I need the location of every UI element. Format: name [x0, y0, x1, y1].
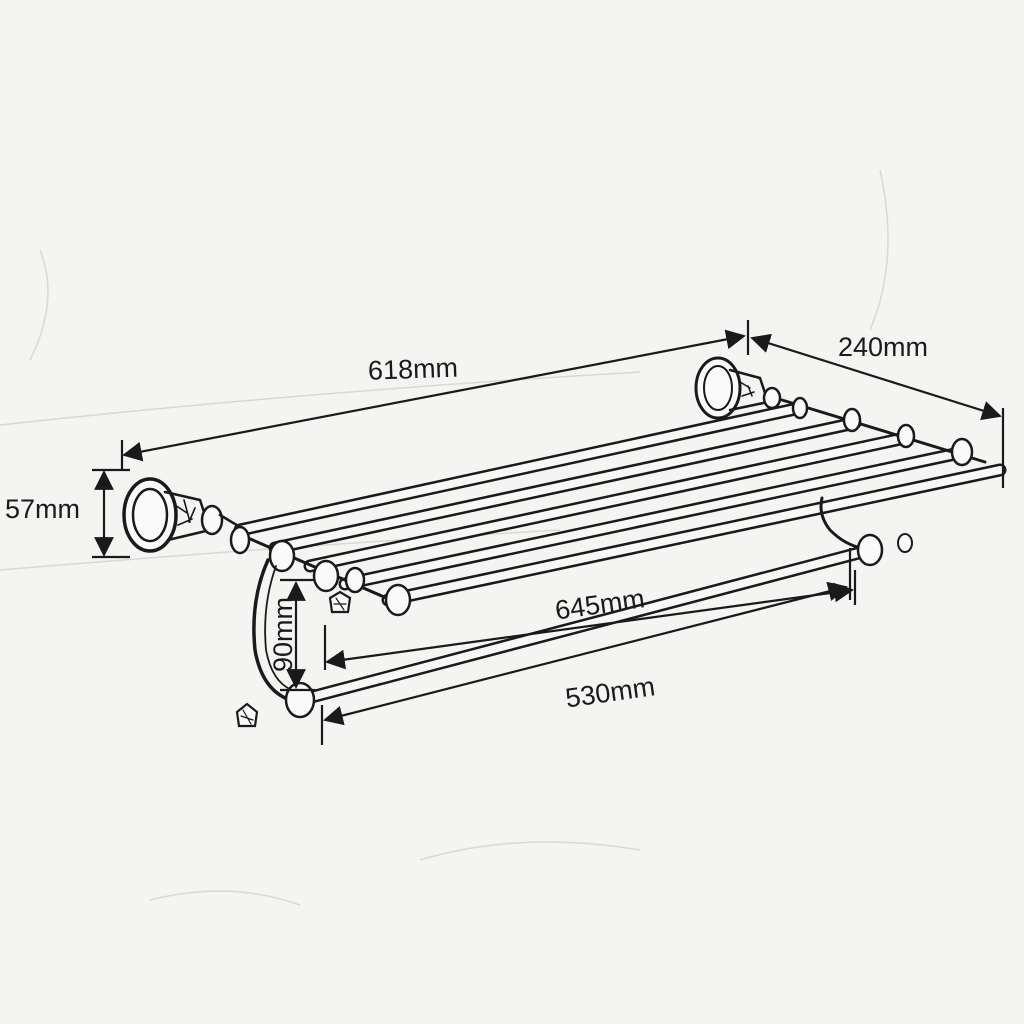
- label-mount-height: 57mm: [5, 494, 80, 524]
- hanging-bracket: [252, 496, 864, 702]
- dim-line-depth: [750, 333, 1005, 488]
- towel-bar: [268, 416, 862, 555]
- dim-line-drop-height: [280, 578, 315, 692]
- towel-bar: [233, 401, 807, 537]
- towel-bar: [338, 447, 962, 591]
- label-length-top: 618mm: [367, 353, 458, 386]
- towel-bar: [303, 431, 912, 573]
- label-drop-height: 90mm: [268, 597, 298, 672]
- towel-bar: [381, 463, 1007, 607]
- dim-line-length-top: [120, 320, 750, 470]
- dim-line-mount-height: [92, 468, 130, 559]
- left-wall-mount: [122, 477, 252, 553]
- label-depth: 240mm: [838, 332, 928, 362]
- dim-line-lower-rod: [320, 548, 852, 745]
- label-lower-rod: 530mm: [564, 671, 657, 713]
